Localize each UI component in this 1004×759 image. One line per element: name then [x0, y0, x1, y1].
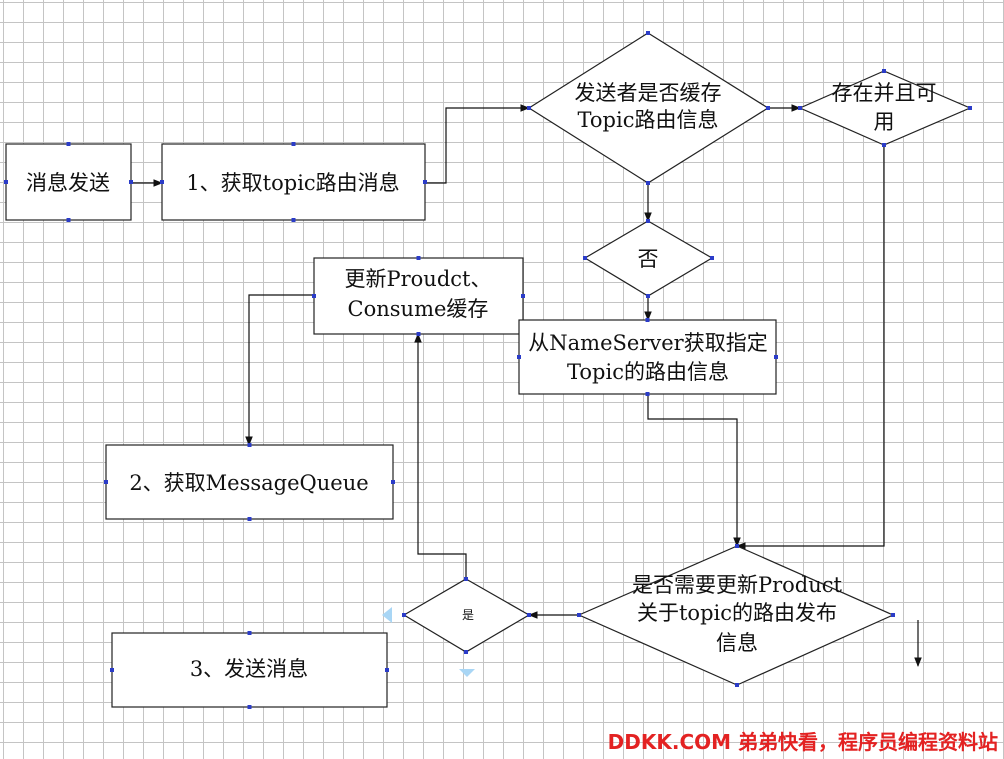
decision-exists-available-line1: 存在并且可: [832, 81, 937, 105]
connection-handle[interactable]: [517, 355, 521, 359]
edges: [131, 104, 922, 667]
connection-handle[interactable]: [577, 613, 581, 617]
connection-handle[interactable]: [402, 613, 406, 617]
connection-handle[interactable]: [766, 106, 770, 110]
node-from-nameserver-line1: 从NameServer获取指定: [528, 331, 767, 355]
connection-handle[interactable]: [646, 294, 650, 298]
decision-sender-cached-line1: 发送者是否缓存: [575, 81, 722, 105]
edge-getroute-to-cached: [425, 104, 530, 184]
connection-handle[interactable]: [968, 106, 972, 110]
decision-yes-label: 是: [462, 608, 474, 622]
connection-handle[interactable]: [646, 31, 650, 35]
connection-handle[interactable]: [891, 613, 895, 617]
connection-handle[interactable]: [66, 218, 71, 222]
edge-exists-to-needupdate: [736, 145, 885, 550]
connection-handle[interactable]: [247, 443, 252, 447]
connection-handle[interactable]: [129, 180, 133, 184]
connection-handle[interactable]: [645, 318, 650, 322]
connection-handle[interactable]: [583, 256, 587, 260]
connection-handle[interactable]: [882, 69, 886, 73]
decision-yes[interactable]: 是: [402, 578, 531, 653]
edge-yes-to-updatecache: [414, 333, 467, 579]
selection-indicator-left: [382, 607, 392, 623]
selection-indicator-bottom: [459, 669, 475, 677]
node-from-nameserver-line2: Topic的路由信息: [567, 360, 729, 384]
edge-nameserver-to-needupdate: [647, 394, 741, 547]
node-get-queue-label: 2、获取MessageQueue: [129, 471, 368, 495]
connection-handle[interactable]: [527, 106, 531, 110]
node-send-message[interactable]: 消息发送: [5, 143, 132, 221]
connection-handle[interactable]: [4, 180, 8, 184]
node-get-route-label: 1、获取topic路由消息: [186, 171, 399, 195]
connection-handle[interactable]: [416, 332, 421, 336]
connection-handle[interactable]: [527, 613, 531, 617]
decision-no-label: 否: [638, 247, 659, 271]
connection-handle[interactable]: [312, 294, 316, 298]
node-send[interactable]: 3、发送消息: [111, 632, 388, 708]
connection-handle[interactable]: [646, 219, 650, 223]
decision-sender-cached-line2: Topic路由信息: [578, 108, 719, 132]
connection-handle[interactable]: [160, 180, 164, 184]
edge-updatecache-to-getqueue: [245, 294, 314, 446]
connection-handle[interactable]: [104, 480, 108, 484]
node-from-nameserver[interactable]: 从NameServer获取指定 Topic的路由信息: [518, 319, 777, 395]
connection-handle[interactable]: [110, 668, 114, 672]
connection-handle[interactable]: [247, 631, 252, 635]
connection-handle[interactable]: [464, 650, 468, 654]
connection-handle[interactable]: [385, 668, 389, 672]
connection-handle[interactable]: [291, 142, 296, 146]
connection-handle[interactable]: [645, 392, 650, 396]
decision-sender-cached[interactable]: 发送者是否缓存 Topic路由信息: [527, 32, 770, 184]
node-update-cache[interactable]: 更新Proudct、 Consume缓存: [313, 257, 524, 335]
node-send-label: 3、发送消息: [190, 657, 308, 681]
connection-handle[interactable]: [391, 480, 395, 484]
connection-handle[interactable]: [423, 180, 427, 184]
node-get-route[interactable]: 1、获取topic路由消息: [161, 143, 426, 221]
node-send-message-label: 消息发送: [26, 171, 110, 195]
connection-handle[interactable]: [247, 705, 252, 709]
connection-handle[interactable]: [882, 143, 886, 147]
decision-no[interactable]: 否: [583, 220, 714, 297]
connection-handle[interactable]: [774, 355, 778, 359]
connection-handle[interactable]: [291, 218, 296, 222]
decision-need-update-line2: 关于topic的路由发布: [637, 601, 837, 625]
connection-handle[interactable]: [710, 256, 714, 260]
connection-handle[interactable]: [416, 256, 421, 260]
connection-handle[interactable]: [464, 577, 468, 581]
connection-handle[interactable]: [247, 517, 252, 521]
selection-indicators: [382, 607, 475, 677]
connection-handle[interactable]: [735, 544, 739, 548]
connection-handle[interactable]: [735, 683, 739, 687]
connection-handle[interactable]: [646, 181, 650, 185]
node-update-cache-line2: Consume缓存: [348, 297, 489, 321]
node-get-queue[interactable]: 2、获取MessageQueue: [105, 444, 394, 520]
decision-need-update-line3: 信息: [716, 631, 758, 655]
connection-handle[interactable]: [66, 142, 71, 146]
node-update-cache-line1: 更新Proudct、: [345, 267, 492, 291]
decision-need-update-line1: 是否需要更新Product: [632, 573, 843, 597]
decision-exists-available[interactable]: 存在并且可 用: [798, 70, 972, 146]
connection-handle[interactable]: [521, 294, 525, 298]
decision-exists-available-line2: 用: [874, 110, 895, 134]
watermark: DDKK.COM 弟弟快看，程序员编程资料站: [607, 730, 998, 754]
decision-need-update[interactable]: 是否需要更新Product 关于topic的路由发布 信息: [577, 545, 895, 686]
connection-handle[interactable]: [798, 106, 802, 110]
connection-handles: [4, 31, 972, 709]
